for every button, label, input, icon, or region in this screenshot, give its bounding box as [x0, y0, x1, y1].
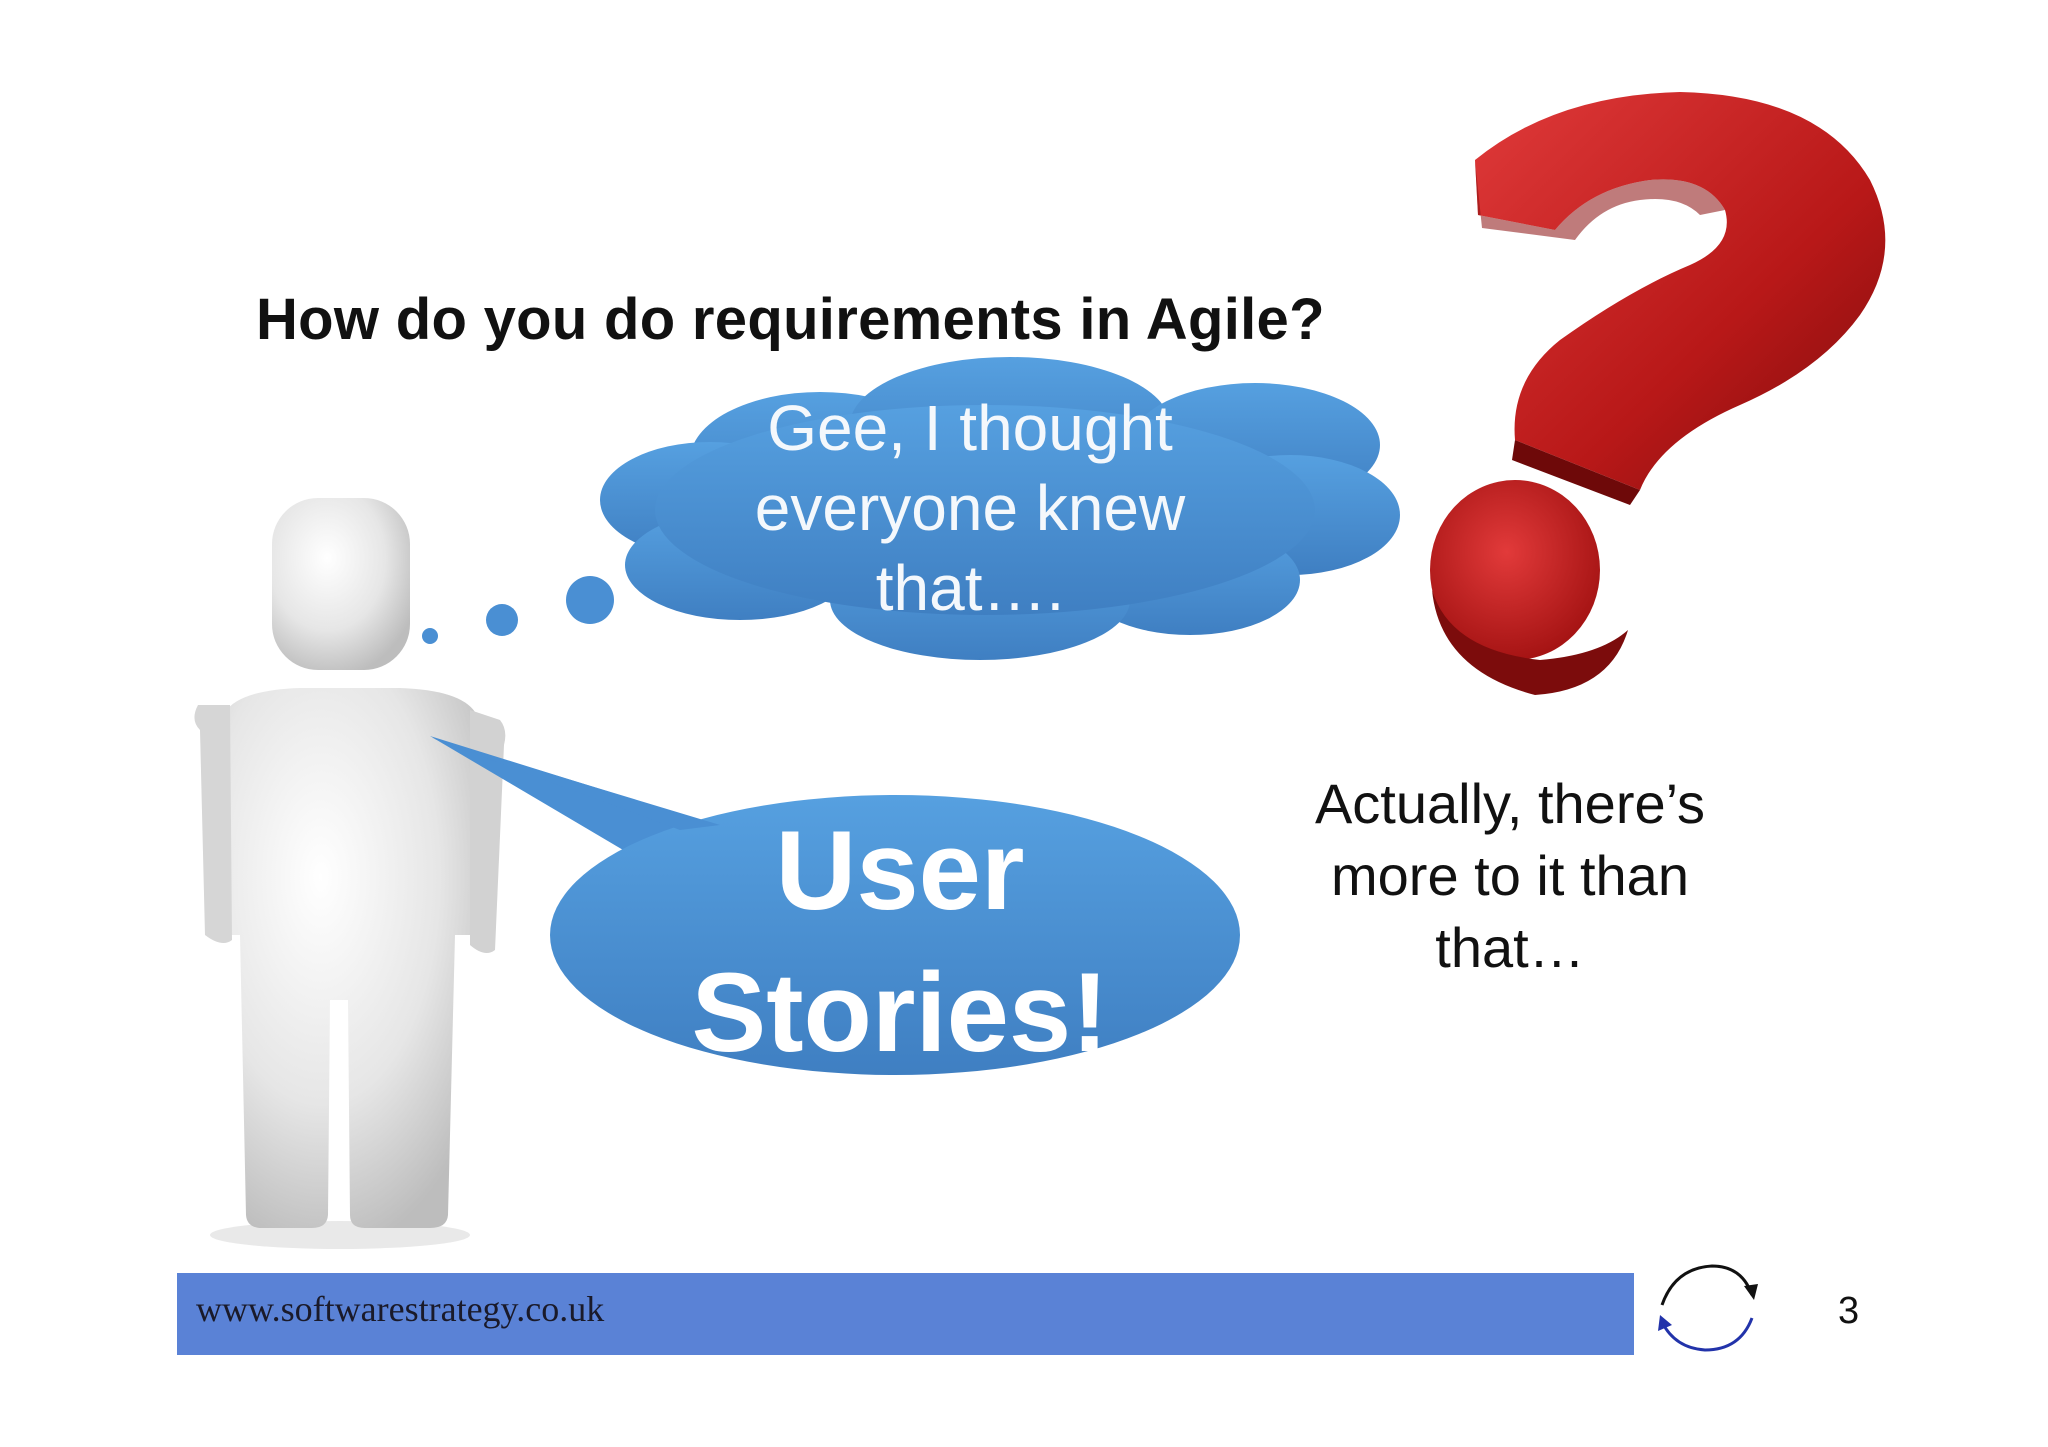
speech-bubble — [430, 736, 1240, 1075]
thought-line: Gee, I thought — [767, 392, 1173, 464]
thought-line: everyone knew — [754, 472, 1186, 544]
thought-bubble-text: Gee, I thought everyone knew that…. — [720, 388, 1220, 628]
thought-bubble — [422, 357, 1400, 660]
footer-url: www.softwarestrategy.co.uk — [196, 1289, 605, 1329]
aside-text: Actually, there’s more to it than that… — [1250, 768, 1770, 984]
footer-bar — [177, 1273, 1634, 1355]
aside-line: more to it than — [1331, 844, 1689, 907]
question-mark-icon — [1430, 92, 1886, 695]
thought-line: that…. — [875, 552, 1065, 624]
speech-line: User — [775, 808, 1025, 933]
page-number: 3 — [1838, 1290, 1860, 1332]
slide-title: How do you do requirements in Agile? — [256, 287, 1325, 352]
aside-line: that… — [1435, 916, 1585, 979]
aside-line: Actually, there’s — [1314, 772, 1706, 835]
speech-bubble-text: User Stories! — [640, 800, 1160, 1084]
3d-person-figure — [194, 498, 506, 1249]
cycle-arrows-logo — [1658, 1264, 1758, 1352]
speech-line: Stories! — [691, 950, 1109, 1075]
